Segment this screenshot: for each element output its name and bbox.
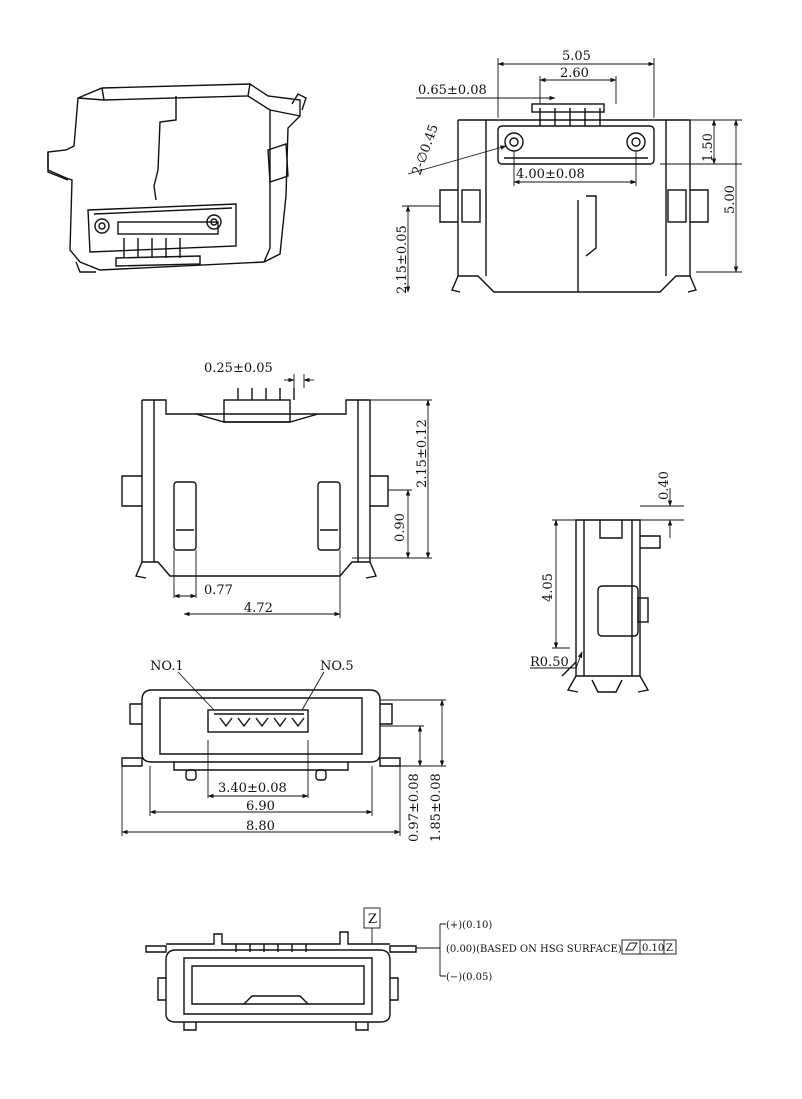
bottom-view: 0.25±0.05 2.15±0.12 0.90 0.77 4.72	[121, 361, 432, 618]
dim-slot-width: 0.77	[204, 583, 233, 598]
flatness-view: Z (+)(0.10) (0.00)(BASED ON HSG SURFACE)…	[145, 907, 677, 1031]
dim-hole-spacing: 4.00±0.08	[516, 167, 585, 182]
dim-radius: R0.50	[530, 655, 569, 670]
level-plus: (+)(0.10)	[446, 920, 492, 931]
dim-pitch: 0.65±0.08	[418, 83, 487, 98]
flatness-icon	[625, 942, 638, 951]
isometric-view	[47, 83, 307, 273]
dim-overall-width: 8.80	[246, 819, 275, 834]
dim-width-inner: 2.60	[560, 66, 589, 81]
tolerance-datum: Z	[666, 943, 673, 954]
level-zero: (0.00)(BASED ON HSG SURFACE)	[446, 944, 622, 955]
dim-side-height: 4.05	[541, 573, 556, 602]
dim-height-low: 0.97±0.08	[407, 773, 422, 842]
dim-offset: 2.15±0.05	[395, 225, 410, 294]
dim-holes: 2-∅0.45	[410, 122, 442, 177]
dim-slot-span: 4.72	[244, 601, 273, 616]
label-pin-last: NO.5	[320, 659, 354, 674]
top-view: 5.05 2.60 0.65±0.08 2-∅0.45 4.00±0.08 1.…	[395, 49, 742, 294]
datum-label: Z	[368, 912, 377, 927]
dim-height-top: 1.50	[701, 133, 716, 162]
tolerance-value: 0.10	[642, 943, 664, 954]
dim-tab: 0.40	[657, 471, 672, 500]
dim-height-total: 5.00	[723, 185, 738, 214]
dim-width-outer: 5.05	[562, 49, 591, 64]
dim-bottom-height: 2.15±0.12	[415, 419, 430, 488]
front-view: NO.1 NO.5 3.40±0.08 6.90 8.80 0.97±0.08 …	[121, 659, 446, 842]
dim-body-width: 6.90	[246, 799, 275, 814]
side-view: 0.40 4.05 R0.50	[530, 471, 684, 693]
label-pin-first: NO.1	[150, 659, 184, 674]
dim-pin-span: 3.40±0.08	[218, 781, 287, 796]
dim-height-high: 1.85±0.08	[429, 773, 444, 842]
dim-pin-width: 0.25±0.05	[204, 361, 273, 376]
dim-slot-height: 0.90	[393, 513, 408, 542]
level-minus: (−)(0.05)	[446, 972, 492, 983]
